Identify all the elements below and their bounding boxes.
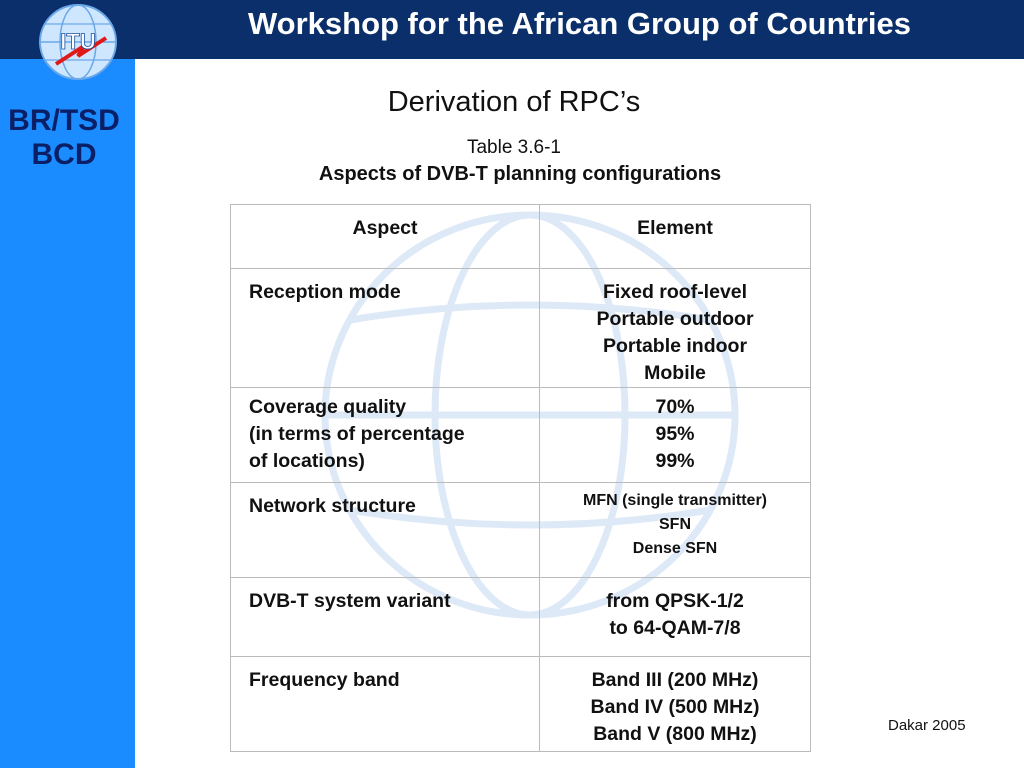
element-line: Band IV (500 MHz) (590, 696, 760, 718)
aspect-line: Coverage quality (249, 396, 407, 418)
table-row: Coverage quality (in terms of percentage… (230, 387, 811, 483)
aspect-cell: DVB-T system variant (230, 577, 540, 657)
element-cell: Band III (200 MHz) Band IV (500 MHz) Ban… (539, 656, 811, 752)
workshop-title: Workshop for the African Group of Countr… (247, 6, 912, 41)
element-line: Dense SFN (632, 540, 718, 557)
left-sidebar (0, 0, 135, 768)
footer-text: Dakar 2005 (888, 717, 966, 734)
element-cell: Fixed roof-level Portable outdoor Portab… (539, 268, 811, 388)
aspects-table: Aspect Element Reception mode Fixed roof… (230, 204, 811, 752)
element-line: Band V (800 MHz) (593, 723, 757, 745)
header-bar: Workshop for the African Group of Countr… (135, 0, 1024, 59)
logo-text: ITU (60, 29, 95, 54)
element-line: Mobile (644, 362, 706, 384)
org-line-2: BCD (31, 138, 97, 171)
header-aspect: Aspect (230, 204, 540, 269)
element-cell: 70% 95% 99% (539, 387, 811, 483)
itu-logo-icon: ITU (39, 4, 117, 80)
element-cell: MFN (single transmitter) SFN Dense SFN (539, 482, 811, 578)
element-cell: from QPSK-1/2 to 64-QAM-7/8 (539, 577, 811, 657)
org-line-1: BR/TSD (8, 104, 120, 137)
aspect-cell: Coverage quality (in terms of percentage… (230, 387, 540, 483)
element-line: Band III (200 MHz) (591, 669, 759, 691)
aspect-cell: Network structure (230, 482, 540, 578)
aspect-line: Reception mode (249, 281, 401, 303)
element-line: Portable indoor (602, 335, 748, 357)
table-row: Reception mode Fixed roof-level Portable… (230, 268, 811, 388)
table-number: Table 3.6-1 (466, 137, 561, 158)
table-row: Frequency band Band III (200 MHz) Band I… (230, 656, 811, 752)
aspect-line: (in terms of percentage (249, 423, 465, 445)
element-line: 95% (655, 423, 695, 445)
aspect-line: Frequency band (249, 669, 400, 691)
aspect-line: Network structure (249, 495, 416, 517)
table-header-row: Aspect Element (230, 204, 811, 269)
table-row: DVB-T system variant from QPSK-1/2 to 64… (230, 577, 811, 657)
aspect-line: DVB-T system variant (249, 590, 451, 612)
element-line: from QPSK-1/2 (606, 590, 744, 612)
aspect-line: of locations) (249, 450, 365, 472)
element-line: Portable outdoor (596, 308, 754, 330)
element-line: Fixed roof-level (602, 281, 748, 303)
element-line: MFN (single transmitter) (582, 492, 767, 509)
aspect-cell: Frequency band (230, 656, 540, 752)
aspect-cell: Reception mode (230, 268, 540, 388)
element-line: 99% (655, 450, 695, 472)
org-label: BR/TSD BCD (0, 104, 128, 172)
element-line: 70% (655, 396, 695, 418)
slide-title: Derivation of RPC’s (387, 86, 641, 118)
table-row: Network structure MFN (single transmitte… (230, 482, 811, 578)
header-element: Element (539, 204, 811, 269)
element-line: to 64-QAM-7/8 (609, 617, 741, 639)
element-line: SFN (659, 516, 691, 533)
table-caption: Aspects of DVB-T planning configurations (318, 163, 722, 185)
